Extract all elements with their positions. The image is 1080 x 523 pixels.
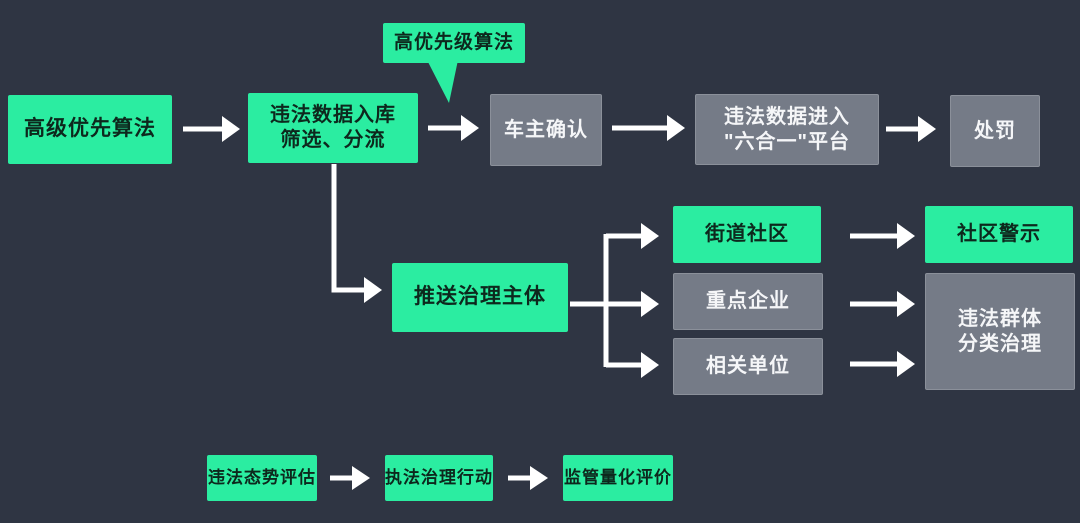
node-violation-group-classified-governance: 违法群体 分类治理 [925, 273, 1075, 390]
branch-push-subjects [570, 223, 659, 378]
node-label: 推送治理主体 [414, 285, 546, 309]
node-label: 执法治理行动 [385, 468, 493, 488]
arrow-street-to-warning [850, 223, 915, 249]
arrow-owner-to-platform [612, 115, 685, 141]
arrow-assessment-to-enforcement [330, 466, 370, 490]
node-label: 重点企业 [706, 290, 790, 312]
callout-label: 高优先级算法 [393, 32, 514, 54]
arrow-intake-to-push-subjects [331, 164, 382, 303]
node-label: 车主确认 [504, 118, 588, 141]
node-key-enterprises: 重点企业 [673, 273, 823, 330]
node-community-warning: 社区警示 [925, 206, 1073, 263]
node-label: 街道社区 [705, 223, 789, 245]
node-data-to-six-in-one-platform: 违法数据进入 "六合一"平台 [695, 94, 879, 165]
callout-high-priority-algorithm: 高优先级算法 [383, 23, 525, 63]
arrow-enforcement-to-evaluation [508, 466, 548, 490]
node-advanced-priority-algorithm: 高级优先算法 [8, 95, 172, 164]
node-owner-confirmation: 车主确认 [490, 94, 602, 166]
node-label-line2: 分类治理 [958, 332, 1042, 355]
node-label-line1: 违法数据入库 [270, 104, 396, 126]
node-violation-data-intake: 违法数据入库 筛选、分流 [248, 93, 418, 163]
arrow-advanced-to-intake [183, 116, 240, 142]
node-enforcement-governance-action: 执法治理行动 [385, 455, 493, 501]
node-push-governance-subjects: 推送治理主体 [392, 263, 568, 332]
node-violation-situation-assessment: 违法态势评估 [207, 455, 317, 501]
node-label-line2: 筛选、分流 [280, 129, 386, 151]
node-label: 高级优先算法 [24, 117, 156, 141]
node-street-community: 街道社区 [673, 206, 821, 263]
node-label: 社区警示 [957, 223, 1041, 245]
node-label-line1: 违法群体 [958, 307, 1042, 330]
node-label: 违法态势评估 [208, 468, 316, 488]
arrow-platform-to-punishment [886, 116, 936, 142]
node-label: 相关单位 [706, 355, 790, 377]
node-regulatory-quantitative-evaluation: 监管量化评价 [563, 455, 673, 501]
node-punishment: 处罚 [950, 95, 1040, 167]
node-label-line2: "六合一"平台 [724, 130, 850, 153]
node-label: 监管量化评价 [564, 468, 672, 488]
node-label-line1: 违法数据进入 [724, 105, 850, 128]
node-related-units: 相关单位 [673, 338, 823, 395]
callout-tail [427, 60, 458, 103]
arrow-intake-to-owner [428, 115, 479, 141]
node-label: 处罚 [974, 119, 1016, 142]
arrow-units-to-group [850, 351, 915, 377]
arrow-enterprises-to-group [850, 291, 915, 317]
